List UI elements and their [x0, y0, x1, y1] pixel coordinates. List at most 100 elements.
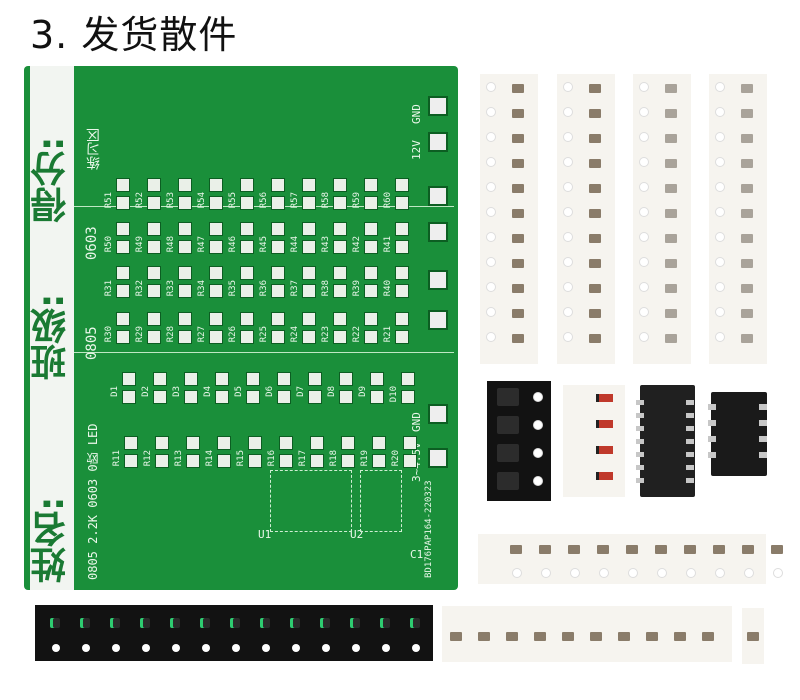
solder-pad	[116, 222, 130, 236]
ic-pin	[686, 465, 694, 470]
tape-hole	[486, 332, 496, 342]
smd-component	[655, 545, 667, 554]
u2-label: U2	[350, 528, 364, 541]
smd-component	[589, 259, 601, 268]
tape-hole	[639, 182, 649, 192]
ic-chip-sop8	[711, 392, 767, 476]
solder-pad	[155, 454, 169, 468]
smd-component	[741, 284, 753, 293]
smd-component	[665, 184, 677, 193]
solder-pad	[395, 178, 409, 192]
tape-hole	[292, 644, 300, 652]
smd-component	[597, 545, 609, 554]
component-label: R55	[228, 192, 238, 209]
solder-pad	[215, 372, 229, 386]
solder-pad	[209, 222, 223, 236]
solder-pad	[339, 390, 353, 404]
smd-component	[665, 234, 677, 243]
solder-pad	[217, 454, 231, 468]
ic-pin	[686, 426, 694, 431]
led-component	[170, 618, 180, 628]
tape-hole	[563, 257, 573, 267]
solder-pad	[155, 436, 169, 450]
transistor	[497, 444, 519, 462]
smd-component	[684, 545, 696, 554]
smd-component	[665, 209, 677, 218]
tape-hole	[382, 644, 390, 652]
v12-label: 12V	[410, 140, 423, 160]
component-label: D1	[110, 386, 120, 397]
led-component	[410, 618, 420, 628]
solder-pad	[333, 222, 347, 236]
component-label: R32	[135, 280, 145, 297]
led-section-label: 0805 2.2K 0603 0欧 LED	[86, 423, 100, 581]
solder-pad	[116, 330, 130, 344]
component-label: R18	[329, 450, 339, 467]
solder-pad	[116, 178, 130, 192]
solder-pad	[215, 390, 229, 404]
divider-line	[74, 352, 454, 353]
component-label: R57	[290, 192, 300, 209]
tape-hole	[82, 644, 90, 652]
solder-pad	[308, 372, 322, 386]
smd-component	[618, 632, 630, 641]
component-label: R53	[166, 192, 176, 209]
solder-pad	[308, 390, 322, 404]
solder-pad	[302, 178, 316, 192]
ic-pin	[759, 452, 767, 458]
solder-pad	[271, 284, 285, 298]
component-label: R36	[259, 280, 269, 297]
solder-pad	[147, 284, 161, 298]
divider-line	[74, 206, 454, 207]
tape-hole	[715, 307, 725, 317]
tape-hole	[533, 476, 543, 486]
solder-pad	[271, 222, 285, 236]
solder-pad	[271, 178, 285, 192]
tape-hole	[486, 182, 496, 192]
smd-component	[589, 134, 601, 143]
tape-hole	[486, 82, 496, 92]
practice-area-label: 练习区	[86, 128, 102, 170]
tape-hole	[773, 568, 783, 578]
tape-hole	[628, 568, 638, 578]
component-label: R22	[352, 326, 362, 343]
ic-pin	[636, 452, 644, 457]
tape-hole	[52, 644, 60, 652]
component-label: R50	[104, 236, 114, 253]
ic-chip-sop14	[640, 385, 695, 497]
smd-component	[512, 334, 524, 343]
smd-component	[742, 545, 754, 554]
u1-label: U1	[258, 528, 272, 541]
smd-component	[512, 209, 524, 218]
smd-component	[674, 632, 686, 641]
solder-pad	[395, 222, 409, 236]
led-component	[290, 618, 300, 628]
component-label: R20	[391, 450, 401, 467]
solder-pad	[364, 330, 378, 344]
smd-component	[512, 109, 524, 118]
component-label: R24	[290, 326, 300, 343]
led-component	[50, 618, 60, 628]
component-label: D7	[296, 386, 306, 397]
solder-pad	[279, 436, 293, 450]
smd-component	[589, 284, 601, 293]
solder-pad	[364, 240, 378, 254]
solder-pad	[364, 178, 378, 192]
solder-pad	[395, 330, 409, 344]
solder-pad	[333, 196, 347, 210]
solder-pad	[147, 222, 161, 236]
ic-pin	[636, 426, 644, 431]
component-label: R17	[298, 450, 308, 467]
component-label: R41	[383, 236, 393, 253]
solder-pad	[147, 266, 161, 280]
smd-component	[665, 134, 677, 143]
component-label: R39	[352, 280, 362, 297]
solder-pad	[116, 284, 130, 298]
component-label: D8	[327, 386, 337, 397]
tape-hole	[533, 448, 543, 458]
tape-hole	[639, 257, 649, 267]
component-label: R52	[135, 192, 145, 209]
ic-pin	[759, 404, 767, 410]
solder-pad	[333, 178, 347, 192]
pcb-board	[24, 66, 458, 590]
